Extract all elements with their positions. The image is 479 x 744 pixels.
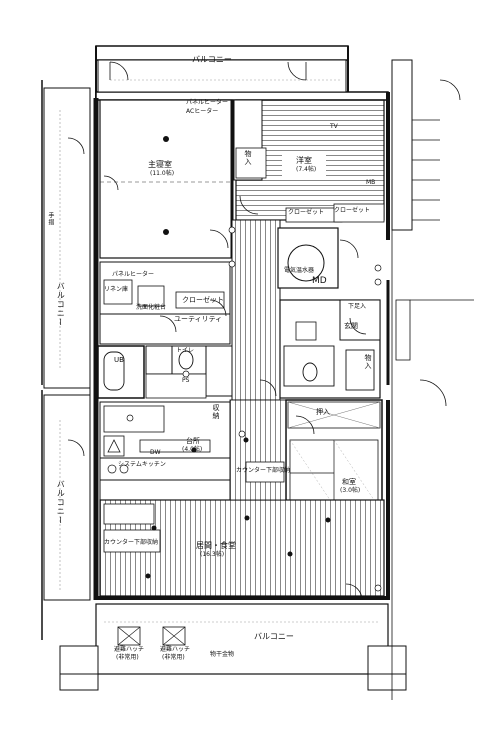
utility-closet xyxy=(277,227,339,289)
md-label: MD xyxy=(312,276,327,286)
exterior-stair xyxy=(391,59,474,700)
laundry-rail-label: 物干金物 xyxy=(210,651,235,658)
kitchen-label: 台所 xyxy=(186,437,200,445)
escape-hatch-sub-1: (非常用) xyxy=(116,654,139,661)
balcony-left xyxy=(43,87,91,601)
entrance-label: 玄関 xyxy=(344,322,358,330)
kitchen-size: (4.0帖) xyxy=(182,446,203,453)
lavatory-label: 洗面化粧台 xyxy=(136,304,167,311)
ps-label: PS xyxy=(182,377,190,384)
escape-hatch-label-1: 避難ハッチ xyxy=(114,646,145,653)
linen-storage-label: リネン庫 xyxy=(104,286,129,293)
counter-storage-label-1: カウンター下部収納 xyxy=(236,467,291,474)
elec-room-label: 電気温水器 xyxy=(284,267,315,274)
utility-block xyxy=(97,261,233,399)
balcony-top xyxy=(97,59,347,93)
escape-hatch-sub-2: (非常用) xyxy=(162,654,185,661)
balcony-left-label: バルコニー xyxy=(56,282,66,327)
tv-label: TV xyxy=(330,123,338,130)
shoe-cabinet-label: 下足入 xyxy=(348,303,367,310)
markers xyxy=(126,226,382,592)
living-dining xyxy=(99,399,385,597)
dw-label: DW xyxy=(150,449,161,456)
mb-label: MB xyxy=(366,179,376,186)
bathroom-label: UB xyxy=(114,356,124,364)
storage-label-2: 物入 xyxy=(364,354,373,370)
storage-label-1: 収納 xyxy=(212,404,221,420)
counter-storage-label-2: カウンター下部収納 xyxy=(104,539,159,546)
entrance-block xyxy=(279,299,381,399)
utility-label: ユーティリティ xyxy=(174,315,223,323)
balcony-bottom xyxy=(59,603,407,691)
ldk-size: (16.3帖) xyxy=(200,551,225,558)
balcony-left-lower-label: バルコニー xyxy=(56,480,66,525)
closet-walkin-label: クローゼット xyxy=(182,296,224,304)
japanese-room-label: 和室 xyxy=(342,478,356,486)
master-bedroom-size: (11.0帖) xyxy=(150,170,175,177)
master-bedroom xyxy=(99,99,234,259)
panel-heater-label-1: パネルヒーター xyxy=(112,271,155,278)
master-bedroom-label: 主寝室 xyxy=(148,160,172,169)
western-room-size: (7.4帖) xyxy=(296,166,317,173)
closet-label-2: クローゼット xyxy=(288,209,325,216)
ldk-label: 居間・食堂 xyxy=(196,541,236,550)
ac-heater-label: ACヒーター xyxy=(186,108,219,115)
panel-heater-label-2: パネルヒーター xyxy=(186,99,229,106)
doors xyxy=(67,61,367,601)
system-kitchen-label: システムキッチン xyxy=(118,461,166,468)
balcony-top-label: バルコニー xyxy=(192,55,232,64)
corridor xyxy=(231,219,281,401)
japanese-room-size: (3.0帖) xyxy=(340,487,361,494)
closets xyxy=(233,99,385,223)
western-room-label: 洋室 xyxy=(296,156,312,165)
oshiire-label: 押入 xyxy=(316,408,330,416)
handrail-label: 手摺 xyxy=(46,212,54,226)
storage-label-3: 物入 xyxy=(244,150,253,166)
toilet-label: トイレ xyxy=(176,347,195,354)
balcony-bottom-label: バルコニー xyxy=(254,632,294,641)
escape-hatch-label-2: 避難ハッチ xyxy=(160,646,191,653)
closet-label-3: クローゼット xyxy=(334,207,371,214)
